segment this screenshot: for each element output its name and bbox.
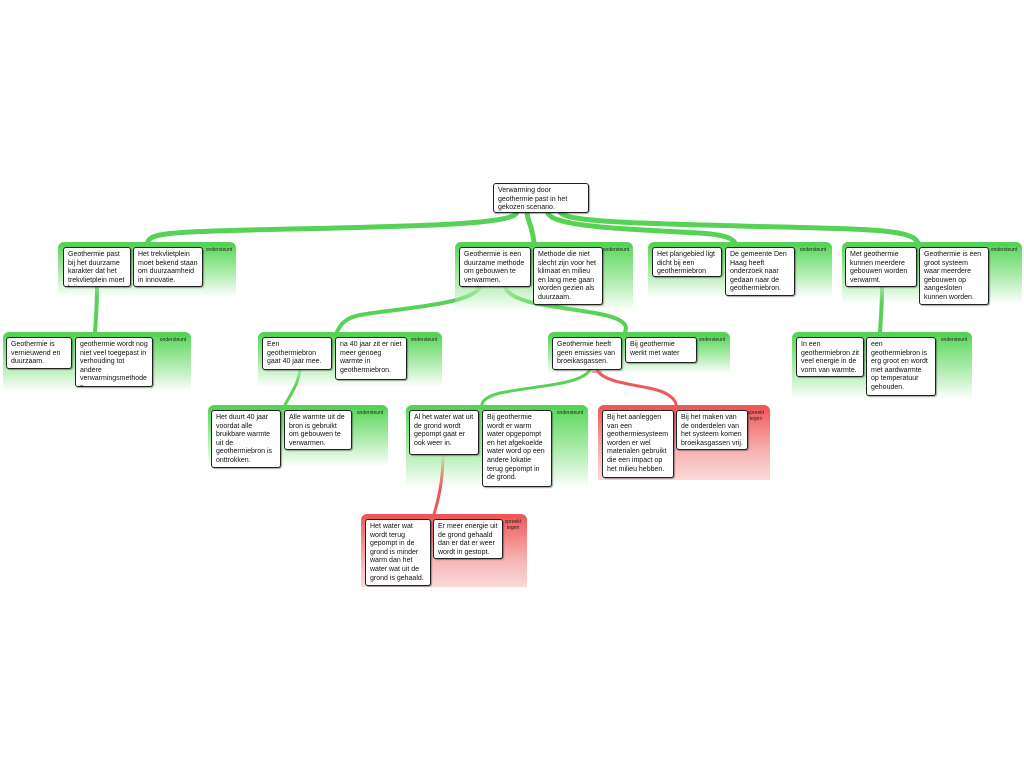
group-label: ondersteunt xyxy=(602,247,630,253)
premise-node-18[interactable]: Alle warmte uit de bron is gebruikt om g… xyxy=(284,410,352,450)
group-label: ondersteunt xyxy=(990,247,1018,253)
premise-node-20[interactable]: Bij geothermie wordt er warm water opgep… xyxy=(482,410,552,487)
premise-node-8[interactable]: Geothermie is een groot systeem waar mee… xyxy=(919,247,989,305)
premise-node-4[interactable]: Methode die niet slecht zijn voor het kl… xyxy=(533,247,603,305)
link-g10-n13 xyxy=(480,368,592,407)
premise-node-3[interactable]: Geothermie is een duurzame methode om ge… xyxy=(459,247,531,287)
premise-node-16[interactable]: een geothermiebron is erg groot en wordt… xyxy=(866,337,936,396)
link-g3-root xyxy=(545,210,738,246)
premise-node-22[interactable]: Bij het maken van de onderdelen van het … xyxy=(676,410,748,450)
premise-node-14[interactable]: Bij geothermie werkt met water xyxy=(625,337,697,363)
premise-node-23[interactable]: Het water wat wordt terug gepompt in de … xyxy=(365,519,431,586)
group-label: spreekt tegen xyxy=(747,410,765,422)
premise-node-10[interactable]: geothermie wordt nog niet veel toegepast… xyxy=(75,337,153,387)
group-label: ondersteunt xyxy=(556,410,584,416)
group-label: spreekt tegen xyxy=(504,519,522,531)
premise-node-7[interactable]: Met geothermie kunnen meerdere gebouwen … xyxy=(845,247,917,287)
root-claim-node[interactable]: Verwarming door geothermie past in het g… xyxy=(493,183,589,213)
premise-node-5[interactable]: Het plangebied ligt dicht bij een geothe… xyxy=(652,247,722,277)
premise-node-24[interactable]: Er meer energie uit de grond gehaald dan… xyxy=(433,519,503,559)
premise-node-2[interactable]: Het trekvlietplein moet bekend staan om … xyxy=(133,247,203,287)
group-label: ondersteunt xyxy=(940,337,968,343)
group-label: ondersteunt xyxy=(356,410,384,416)
group-label: ondersteunt xyxy=(698,337,726,343)
link-g11-n13 xyxy=(595,368,678,407)
premise-node-1[interactable]: Geothermie past bij het duurzame karakte… xyxy=(63,247,131,287)
premise-node-17[interactable]: Het duurt 40 jaar voordat alle bruikbare… xyxy=(211,410,281,468)
premise-node-15[interactable]: In een geothermiebron zit veel energie i… xyxy=(796,337,864,377)
group-label: ondersteunt xyxy=(799,247,827,253)
premise-node-9[interactable]: Geothermie is vernieuwend en duurzaam. xyxy=(6,337,72,369)
link-g4-root xyxy=(557,209,921,246)
group-label: ondersteunt xyxy=(159,337,187,343)
link-g1-root xyxy=(145,209,520,245)
premise-node-19[interactable]: Al het water wat uit de grond wordt gepo… xyxy=(409,410,479,455)
premise-node-11[interactable]: Een geothermiebron gaat 40 jaar mee. xyxy=(262,337,332,370)
premise-node-21[interactable]: Bij het aanleggen van een geothermiesyst… xyxy=(602,410,674,478)
link-g2-root xyxy=(524,210,537,246)
group-label: ondersteunt xyxy=(410,337,438,343)
group-label: ondersteunt xyxy=(205,247,233,253)
premise-node-13[interactable]: Geothermie heeft geen emissies van broei… xyxy=(552,337,622,370)
premise-node-6[interactable]: De gemeente Den Haag heeft onderzoek naa… xyxy=(725,247,795,296)
premise-node-12[interactable]: na 40 jaar zit er niet meer genoeg warmt… xyxy=(335,337,407,380)
